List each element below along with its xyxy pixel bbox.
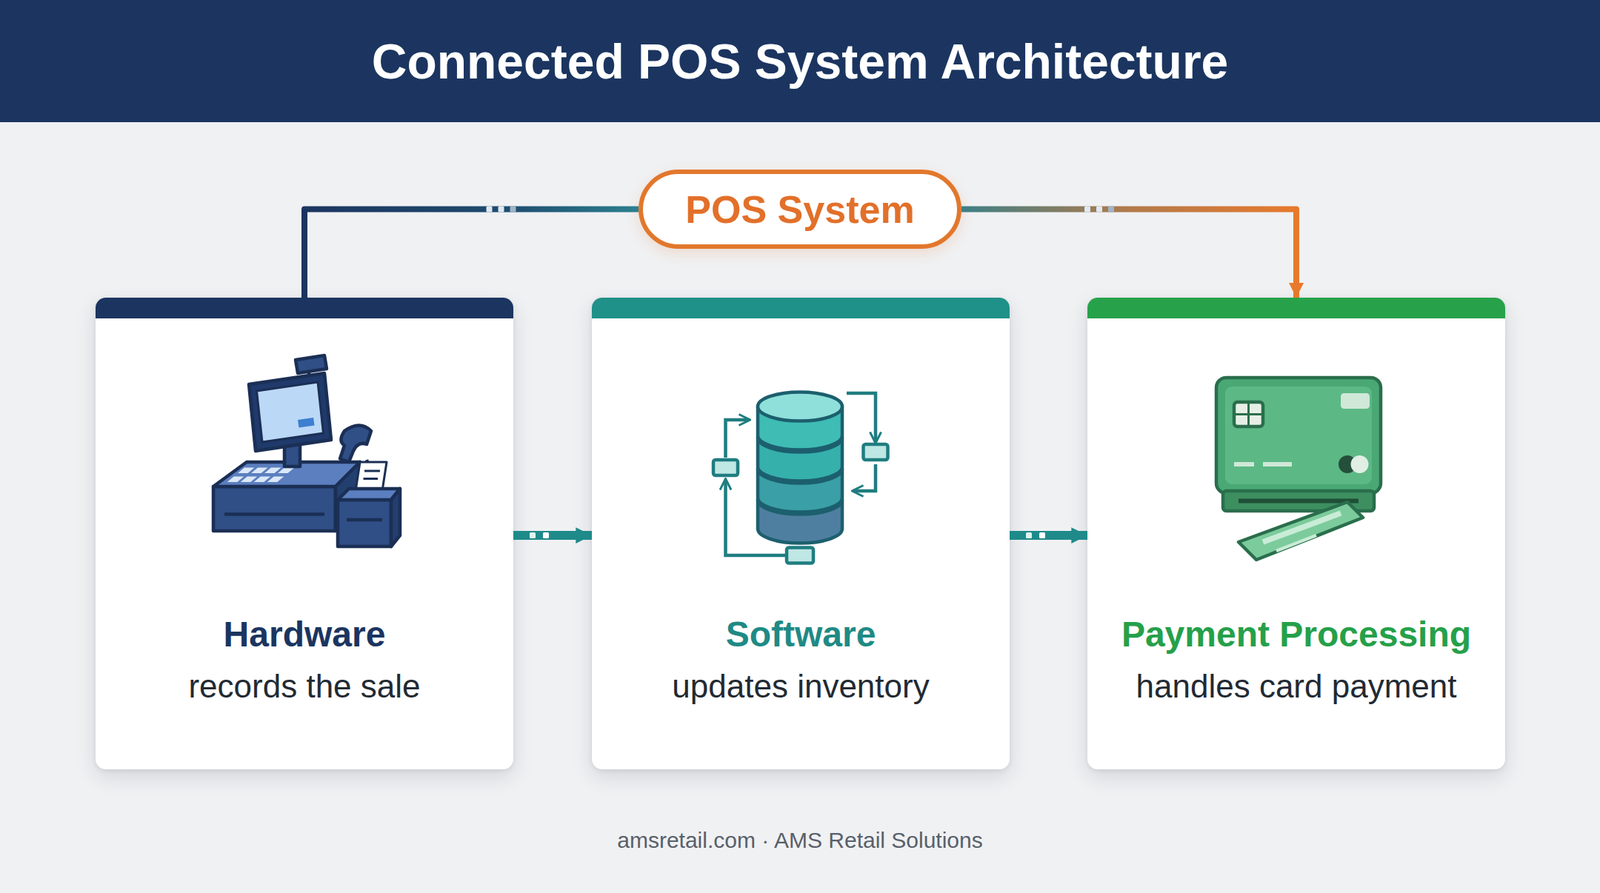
card-text-group: Hardware records the sale — [95, 612, 514, 708]
connector-dot — [542, 532, 549, 539]
card-text-group: Software updates inventory — [591, 612, 1010, 708]
connector-dot — [1039, 532, 1046, 539]
hub-pill: POS System — [638, 169, 962, 249]
card-text-group: Payment Processing handles card payment — [1087, 612, 1506, 708]
connector-dot — [510, 206, 517, 213]
card-heading: Hardware — [102, 612, 506, 658]
connector — [961, 209, 1297, 299]
connector — [1009, 531, 1088, 540]
card-heading: Payment Processing — [1094, 612, 1498, 658]
hub-label: POS System — [685, 187, 915, 232]
connector-dot — [486, 206, 493, 213]
diagram-title: Connected POS System Architecture — [371, 33, 1229, 90]
connector-dot — [529, 532, 536, 539]
title-banner: Connected POS System Architecture — [0, 0, 1600, 123]
connector-dot — [1096, 206, 1103, 213]
connector — [513, 531, 592, 540]
connector-dot — [1084, 206, 1091, 213]
card-heading: Software — [599, 612, 1003, 658]
card-description: updates inventory — [599, 665, 1003, 708]
component-card: Hardware records the sale — [95, 297, 514, 770]
connector — [304, 209, 639, 299]
connector-dot — [1025, 532, 1032, 539]
card-description: records the sale — [102, 665, 506, 708]
component-card: Software updates inventory — [591, 297, 1010, 770]
footer-credit: amsretail.com · AMS Retail Solutions — [0, 828, 1600, 854]
connector-dot — [1108, 206, 1115, 213]
card-description: handles card payment — [1094, 665, 1498, 708]
connector-dot — [498, 206, 505, 213]
component-card: Payment Processing handles card payment — [1087, 297, 1506, 770]
